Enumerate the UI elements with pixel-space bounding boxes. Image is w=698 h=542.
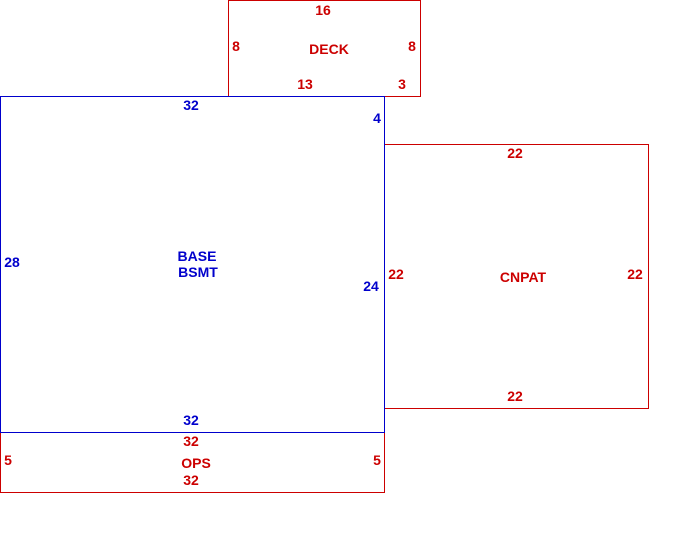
deck-label: DECK [309, 41, 349, 57]
deck-top-dimension: 16 [315, 2, 331, 18]
ops-label: OPS [181, 455, 211, 471]
base-label: BASE [177, 248, 217, 264]
base-right-upper-dimension: 4 [373, 110, 381, 126]
deck-bottom-left-dimension: 13 [297, 76, 313, 92]
deck-left-dimension: 8 [232, 38, 240, 54]
cnpat-top-dimension: 22 [507, 145, 523, 161]
bsmt-label: BSMT [178, 264, 218, 280]
base-right-lower-dimension: 24 [363, 278, 379, 294]
base-area[interactable] [0, 96, 385, 433]
cnpat-bottom-dimension: 22 [507, 388, 523, 404]
cnpat-right-dimension: 22 [627, 266, 643, 282]
base-bottom-dimension: 32 [183, 412, 199, 428]
ops-left-dimension: 5 [4, 452, 12, 468]
base-top-dimension: 32 [183, 97, 199, 113]
ops-top-dimension: 32 [183, 433, 199, 449]
base-left-dimension: 28 [4, 254, 20, 270]
ops-right-dimension: 5 [373, 452, 381, 468]
deck-bottom-right-dimension: 3 [398, 76, 406, 92]
cnpat-left-dimension: 22 [388, 266, 404, 282]
ops-bottom-dimension: 32 [183, 472, 199, 488]
deck-right-dimension: 8 [408, 38, 416, 54]
cnpat-label: CNPAT [499, 269, 547, 285]
